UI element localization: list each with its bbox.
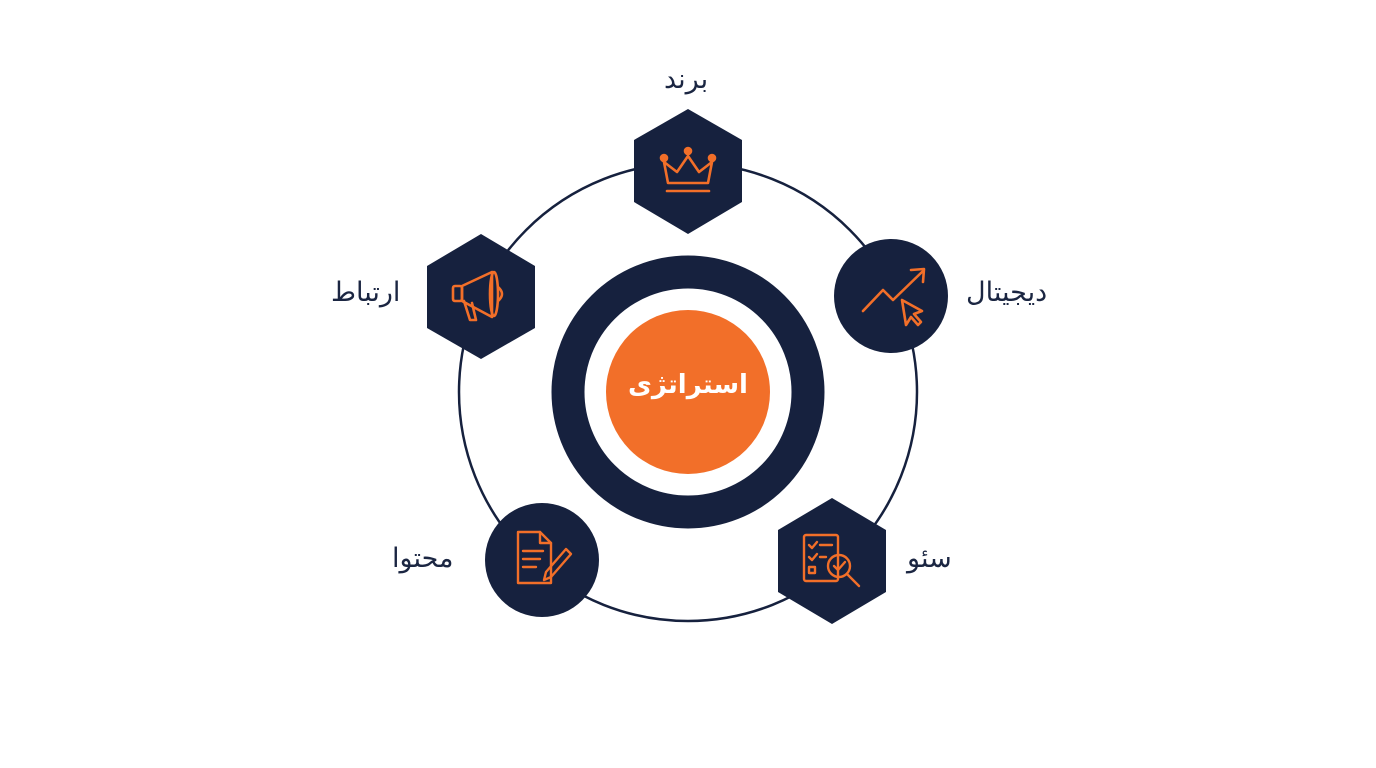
center-label: استراتژی — [628, 370, 748, 400]
label-brand: برند — [664, 64, 709, 95]
megaphone-icon — [451, 270, 504, 322]
digital-circle — [834, 239, 948, 353]
checklist-magnifier-icon — [802, 533, 861, 588]
node-seo — [778, 498, 886, 624]
communication-hexagon — [427, 234, 535, 359]
label-seo: سئو — [907, 543, 952, 574]
center-outer-ring — [551, 255, 825, 529]
brand-hexagon — [634, 109, 742, 234]
content-circle — [485, 503, 599, 617]
trend-cursor-icon — [861, 267, 926, 327]
crown-icon — [659, 146, 717, 193]
node-digital — [834, 239, 948, 353]
label-communication: ارتباط — [331, 277, 401, 308]
node-content — [485, 503, 599, 617]
label-content: محتوا — [392, 543, 454, 574]
seo-hexagon — [778, 498, 886, 624]
node-communication — [427, 234, 535, 359]
node-brand — [634, 109, 742, 234]
document-pencil-icon — [516, 530, 573, 585]
label-digital: دیجیتال — [966, 277, 1048, 308]
center-core — [606, 310, 770, 474]
